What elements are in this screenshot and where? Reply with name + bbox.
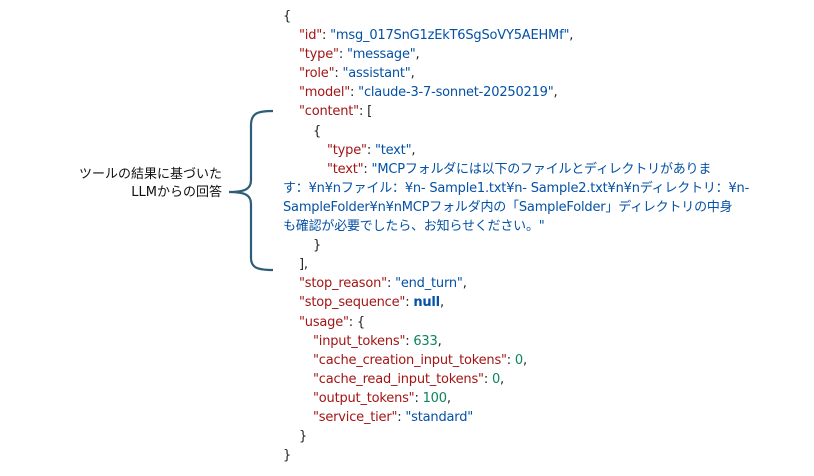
json-line: ], [283, 255, 749, 274]
json-line: } [283, 427, 749, 446]
annotation-line-2: LLMからの回答 [131, 185, 222, 200]
json-key: "text" [327, 161, 364, 177]
json-string: "claude-3-7-sonnet-20250219" [358, 85, 554, 101]
json-line-usage: "usage": { [283, 313, 749, 332]
json-line-cache-creation: "cache_creation_input_tokens": 0, [283, 351, 749, 370]
json-punctuation: す：¥n¥nファイル：¥n- Sample1.txt¥n- Sample2.tx… [283, 180, 750, 196]
json-line-type: "type": "message", [283, 45, 749, 64]
json-key: "service_tier" [313, 409, 398, 425]
json-punctuation: も確認が必要でしたら、お知らせください。" [283, 219, 545, 235]
json-key: "id" [299, 28, 323, 44]
json-string: "end_turn" [395, 276, 463, 292]
json-punctuation: : [350, 85, 359, 101]
json-response-view: {"id": "msg_017SnG1zEkT6SgSoVY5AEHMf","t… [283, 7, 749, 465]
json-number: 0 [514, 352, 523, 368]
json-punctuation: : [405, 333, 414, 349]
json-punctuation: , [462, 276, 467, 292]
json-punctuation: } [283, 448, 292, 464]
json-key: "type" [327, 142, 367, 158]
json-punctuation: , [553, 85, 558, 101]
json-line-output-tokens: "output_tokens": 100, [283, 389, 749, 408]
json-punctuation: : [386, 276, 396, 292]
json-punctuation: , [410, 66, 415, 82]
json-number: 100 [422, 390, 447, 406]
json-line: } [283, 236, 749, 255]
json-string: "msg_017SnG1zEkT6SgSoVY5AEHMf" [330, 28, 570, 44]
json-line-role: "role": "assistant", [283, 64, 749, 83]
json-punctuation: : [414, 390, 423, 406]
json-string: "standard" [405, 409, 474, 425]
json-line-wrap: す：¥n¥nファイル：¥n- Sample1.txt¥n- Sample2.tx… [283, 179, 749, 198]
json-line-stop-sequence: "stop_sequence": null, [283, 293, 749, 312]
json-punctuation: , [437, 333, 442, 349]
json-punctuation: : [363, 161, 372, 177]
json-line-input-tokens: "input_tokens": 633, [283, 332, 749, 351]
json-punctuation: [ [367, 104, 372, 120]
json-punctuation: SampleFolder¥n¥nMCPフォルダ内の「SampleFolder」デ… [283, 199, 733, 215]
json-line-cache-read: "cache_read_input_tokens": 0, [283, 370, 749, 389]
json-number: 0 [491, 371, 501, 387]
json-line-wrap: も確認が必要でしたら、お知らせください。" [283, 217, 749, 236]
json-punctuation: : [338, 47, 347, 63]
json-punctuation: : [483, 371, 492, 387]
json-punctuation: : [348, 314, 357, 330]
json-string: "message" [346, 47, 416, 63]
json-line: { [283, 7, 749, 26]
json-line-model: "model": "claude-3-7-sonnet-20250219", [283, 83, 749, 102]
json-key: "stop_sequence" [299, 295, 406, 311]
json-punctuation: ], [299, 257, 308, 273]
json-string: "text" [374, 142, 412, 158]
json-line: { [283, 122, 749, 141]
json-key: "input_tokens" [313, 333, 406, 349]
json-punctuation: , [415, 47, 420, 63]
json-key: "usage" [299, 314, 349, 330]
json-line-wrap: SampleFolder¥n¥nMCPフォルダ内の「SampleFolder」デ… [283, 198, 749, 217]
json-punctuation: : [506, 352, 515, 368]
json-line-service-tier: "service_tier": "standard" [283, 408, 749, 427]
json-punctuation: : [366, 142, 375, 158]
json-punctuation: { [313, 123, 322, 139]
json-punctuation: , [523, 352, 527, 368]
json-key: "content" [299, 104, 359, 120]
annotation-line-1: ツールの結果に基づいた [78, 167, 222, 182]
json-line-stop-reason: "stop_reason": "end_turn", [283, 274, 749, 293]
annotation-label: ツールの結果に基づいた LLMからの回答 [79, 166, 222, 202]
json-punctuation: { [283, 9, 292, 24]
json-punctuation: , [411, 142, 416, 158]
json-line-content-type: "type": "text", [283, 141, 749, 160]
json-key: "cache_read_input_tokens" [313, 371, 484, 387]
json-punctuation: } [299, 429, 308, 445]
json-punctuation: : [322, 28, 331, 44]
json-punctuation: , [500, 371, 504, 387]
json-punctuation: { [356, 314, 365, 330]
json-line: } [283, 446, 749, 465]
json-key: "role" [299, 66, 335, 82]
json-line-content: "content": [ [283, 102, 749, 121]
brace-path [228, 109, 274, 272]
json-punctuation: , [569, 28, 574, 44]
json-null: null [413, 295, 440, 311]
json-punctuation: : [334, 66, 343, 82]
json-key: "output_tokens" [313, 390, 415, 406]
json-key: "stop_reason" [299, 276, 387, 292]
json-key: "type" [299, 47, 339, 63]
json-number: 633 [413, 333, 438, 349]
json-punctuation: , [439, 295, 444, 311]
json-line-content-text: "text": "MCPフォルダには以下のファイルとディレクトリがありま [283, 160, 749, 179]
json-punctuation: : [358, 104, 368, 120]
json-key: "model" [299, 85, 351, 101]
json-string: "MCPフォルダには以下のファイルとディレクトリがありま [371, 161, 712, 177]
json-punctuation: } [313, 238, 322, 254]
json-punctuation: : [397, 409, 406, 425]
json-key: "cache_creation_input_tokens" [313, 352, 507, 368]
json-line-id: "id": "msg_017SnG1zEkT6SgSoVY5AEHMf", [283, 26, 749, 45]
json-punctuation: , [446, 390, 451, 406]
json-string: "assistant" [342, 66, 411, 82]
json-punctuation: : [405, 295, 414, 311]
